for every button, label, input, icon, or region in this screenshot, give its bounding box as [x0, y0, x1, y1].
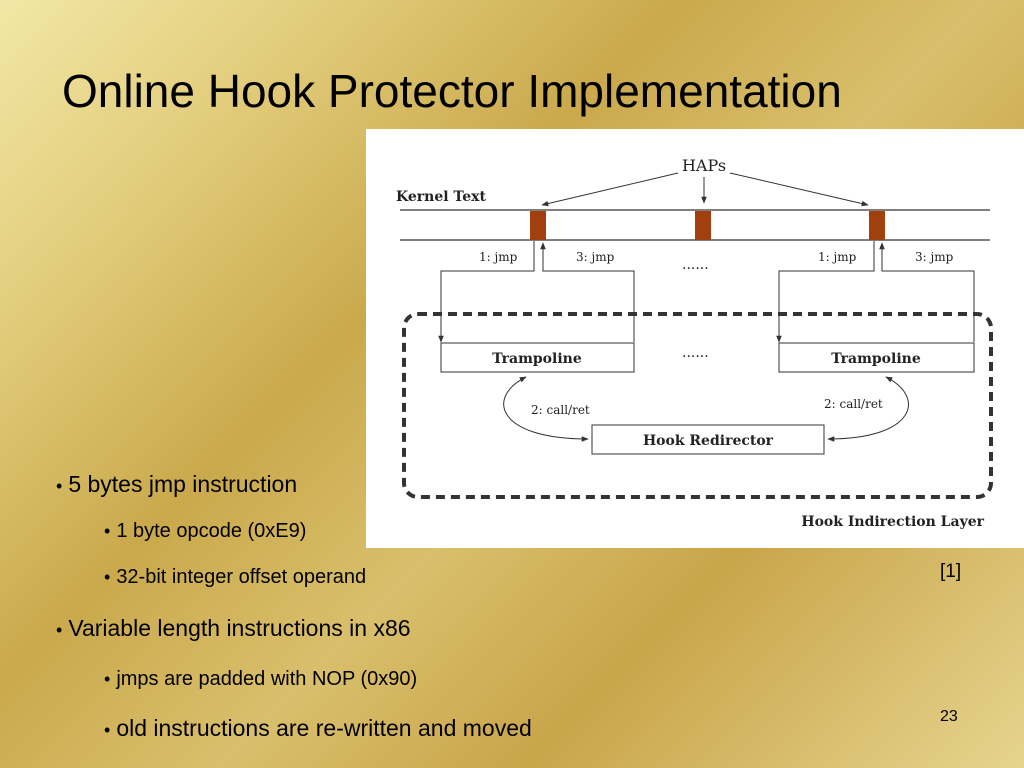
callret-label-right: 2: call/ret [824, 397, 883, 411]
trampoline-label-right: Trampoline [831, 351, 921, 367]
hap-block-left [530, 211, 546, 240]
bullet-opcode: •1 byte opcode (0xE9) [104, 521, 306, 541]
trampoline-box-left [440, 342, 635, 373]
kernel-text-label: Kernel Text [396, 189, 486, 205]
haps-label: HAPs [682, 156, 726, 175]
hook-redirector-label: Hook Redirector [643, 433, 774, 449]
trampoline-label-left: Trampoline [492, 351, 582, 367]
bullet-text: 1 byte opcode (0xE9) [116, 520, 307, 542]
jmp1-label-right: 1: jmp [818, 250, 857, 264]
jmp1-label-left: 1: jmp [479, 250, 518, 264]
reference-marker: [1] [940, 561, 962, 582]
bullet-text: Variable length instructions in x86 [68, 615, 411, 641]
bullet-glyph: • [104, 567, 111, 587]
jmp1-path-right [776, 241, 875, 343]
ellipsis-trampoline: ...... [682, 345, 709, 361]
ellipsis-kernel: ...... [682, 257, 709, 273]
jmp3-label-right: 3: jmp [915, 250, 954, 264]
jmp3-path-left [540, 242, 635, 342]
callret-arrow-right [827, 376, 909, 442]
bullet-rewritten-moved: •old instructions are re-written and mov… [104, 717, 532, 740]
hook-indirection-diagram: HAPs Kernel Text 1: jmp 3: jmp 1: jmp 3:… [366, 129, 1024, 548]
hap-block-right [869, 211, 885, 240]
trampoline-box-right [778, 342, 975, 373]
slide-title: Online Hook Protector Implementation [62, 65, 842, 117]
bullet-text: 32-bit integer offset operand [116, 566, 367, 588]
bullet-nop-padding: •jmps are padded with NOP (0x90) [104, 669, 417, 689]
bullet-glyph: • [104, 521, 111, 541]
bullet-offset-operand: •32-bit integer offset operand [104, 567, 366, 587]
haps-arrow-right [729, 172, 869, 207]
callret-label-left: 2: call/ret [531, 403, 590, 417]
jmp3-label-left: 3: jmp [576, 250, 615, 264]
page-number: 23 [940, 708, 958, 725]
hap-block-center [695, 211, 711, 240]
jmp1-path-left [438, 241, 535, 343]
bullet-5-bytes-jmp: •5 bytes jmp instruction [56, 473, 297, 496]
bullet-glyph: • [104, 720, 111, 740]
jmp3-path-right [879, 242, 975, 342]
bullet-text: 5 bytes jmp instruction [68, 471, 298, 497]
hook-indirection-layer-label: Hook Indirection Layer [801, 514, 984, 530]
bullet-text: jmps are padded with NOP (0x90) [116, 668, 418, 690]
haps-arrow-left [541, 172, 679, 207]
bullet-glyph: • [56, 476, 63, 496]
bullet-text: old instructions are re-written and move… [116, 715, 532, 741]
bullet-variable-length: •Variable length instructions in x86 [56, 617, 411, 640]
hook-redirector-box [591, 424, 825, 455]
bullet-glyph: • [104, 669, 111, 689]
hook-indirection-layer-boundary [402, 312, 993, 499]
bullet-glyph: • [56, 620, 63, 640]
callret-arrow-left [503, 376, 589, 442]
